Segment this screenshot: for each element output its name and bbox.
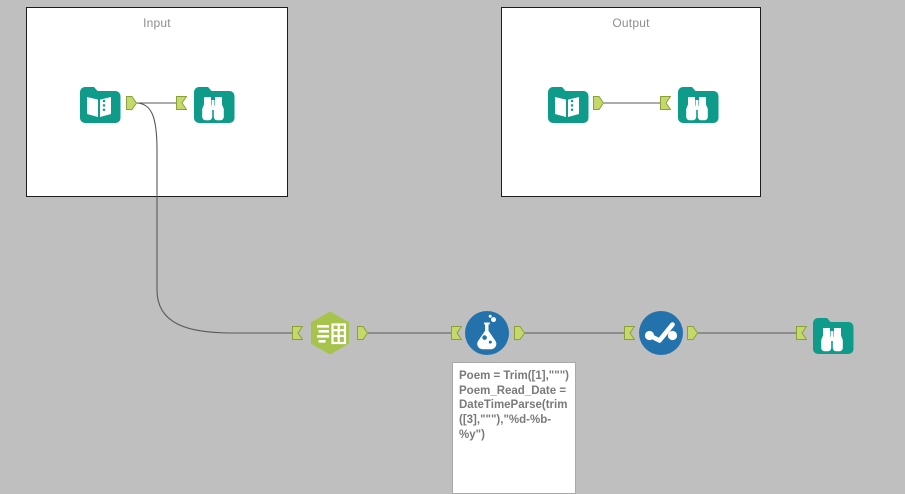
output-anchor-formula-1[interactable] xyxy=(514,326,526,340)
output-anchor-input-data-1[interactable] xyxy=(126,96,138,110)
input-anchor-browse-3[interactable] xyxy=(796,326,808,340)
output-anchor-select-1[interactable] xyxy=(687,326,699,340)
container-title-output: Output xyxy=(612,16,650,30)
input-anchor-text-to-columns-1[interactable] xyxy=(292,326,304,340)
tool-select-1[interactable] xyxy=(638,310,684,356)
binoculars-browse-icon xyxy=(678,87,719,123)
tool-text-to-columns-1[interactable] xyxy=(306,309,354,357)
formula-annotation[interactable]: Poem = Trim([1],""") Poem_Read_Date = Da… xyxy=(452,362,576,494)
tool-formula-1[interactable] xyxy=(464,310,510,356)
binoculars-browse-icon xyxy=(194,87,235,123)
tool-browse-3[interactable] xyxy=(810,312,854,356)
select-check-icon xyxy=(639,311,683,355)
output-anchor-input-data-2[interactable] xyxy=(593,96,605,110)
container-title-input: Input xyxy=(143,16,171,30)
book-input-icon xyxy=(80,87,121,123)
input-anchor-browse-1[interactable] xyxy=(176,96,188,110)
book-input-icon xyxy=(548,87,589,123)
container-tool-output[interactable]: Output xyxy=(501,7,761,197)
tool-input-data-1[interactable] xyxy=(77,81,121,125)
input-anchor-browse-2[interactable] xyxy=(660,96,672,110)
input-anchor-select-1[interactable] xyxy=(624,326,636,340)
flask-formula-icon xyxy=(465,311,509,355)
output-anchor-text-to-columns-1[interactable] xyxy=(357,326,369,340)
tool-browse-1[interactable] xyxy=(191,81,235,125)
text-to-columns-icon xyxy=(311,311,349,355)
tool-browse-2[interactable] xyxy=(675,81,719,125)
tool-input-data-2[interactable] xyxy=(545,81,589,125)
input-anchor-formula-1[interactable] xyxy=(451,326,463,340)
container-tool-input[interactable]: Input xyxy=(26,7,288,197)
binoculars-browse-icon xyxy=(813,318,854,354)
